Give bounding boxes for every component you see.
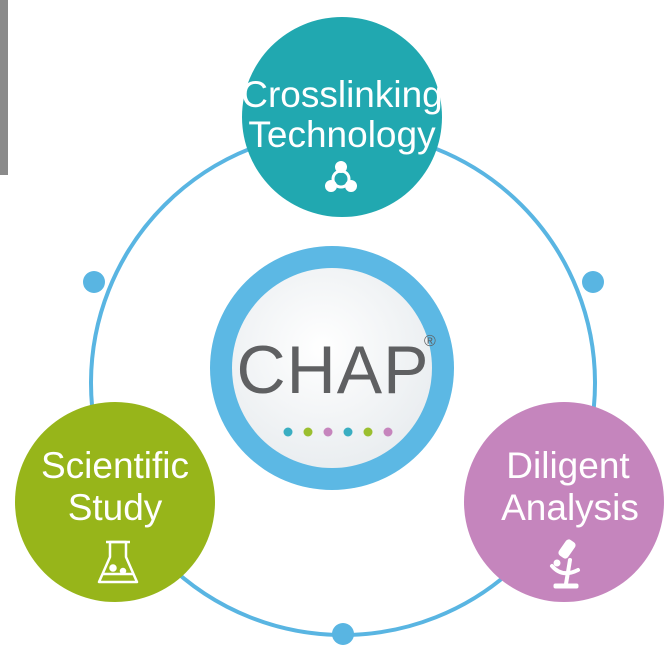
node-diligent-line-1: Diligent	[506, 445, 630, 486]
molecule-icon	[325, 161, 357, 192]
center-dot	[383, 427, 393, 437]
ring-dot-right	[582, 271, 604, 293]
microscope-icon	[550, 539, 580, 589]
center-dots	[283, 427, 393, 437]
node-scientific-line-2: Study	[68, 487, 163, 528]
node-diligent-line-2: Analysis	[501, 487, 639, 528]
center-dot	[323, 427, 333, 437]
node-scientific: Scientific Study	[15, 402, 215, 602]
node-scientific-circle	[15, 402, 215, 602]
ring-dot-bottom	[332, 623, 354, 645]
center-dot	[283, 427, 293, 437]
node-crosslinking-line-2: Technology	[248, 114, 436, 155]
node-crosslinking-circle	[242, 17, 442, 217]
ring-dot-left	[83, 271, 105, 293]
registered-mark: ®	[424, 333, 436, 350]
node-diligent-circle	[464, 402, 664, 602]
center-dot	[363, 427, 373, 437]
node-scientific-line-1: Scientific	[41, 445, 189, 486]
center-hub: CHAP ®	[210, 246, 454, 490]
center-dot	[303, 427, 313, 437]
node-crosslinking: Crosslinking Technology	[241, 17, 443, 217]
center-title: CHAP	[237, 332, 430, 408]
node-diligent: Diligent Analysis	[464, 402, 664, 602]
flask-icon	[97, 540, 139, 584]
node-crosslinking-line-1: Crosslinking	[241, 74, 443, 115]
center-dot	[343, 427, 353, 437]
left-edge-bar	[0, 0, 8, 175]
center-inner-circle	[232, 268, 432, 468]
